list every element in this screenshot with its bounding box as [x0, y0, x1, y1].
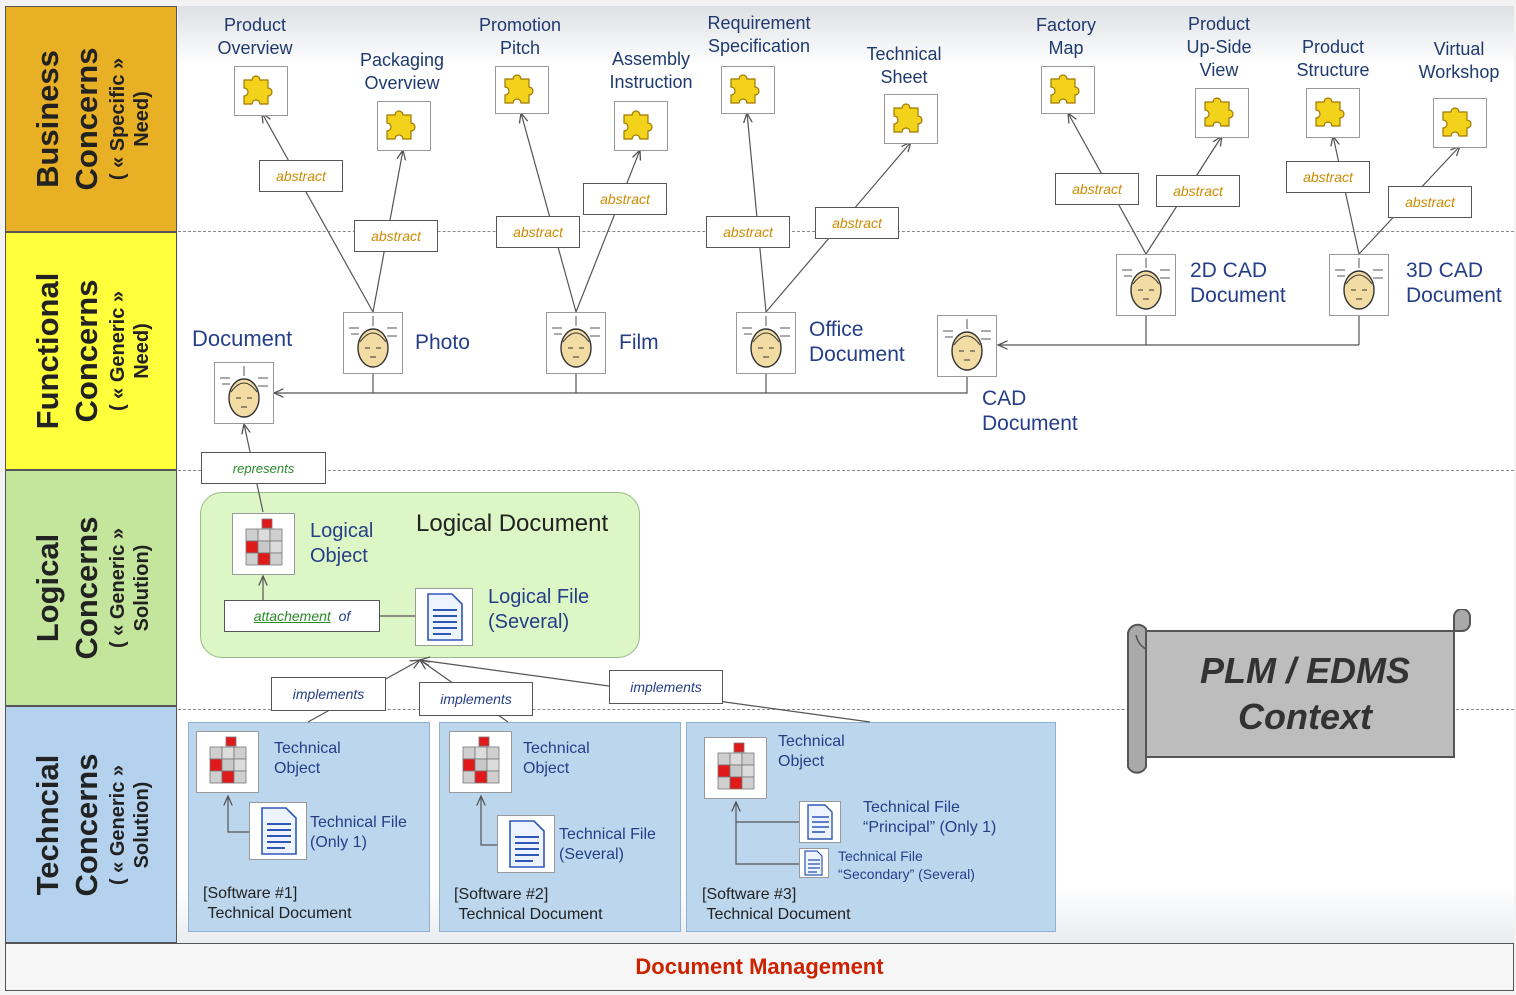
divider-logical-technical — [178, 709, 1514, 710]
puzzle-piece-icon — [614, 101, 668, 156]
puzzle-piece-icon — [1195, 88, 1249, 143]
of-text: of — [338, 608, 351, 624]
film-label: Film — [619, 331, 659, 354]
puzzle-piece-icon — [1041, 66, 1095, 119]
implements-relation-tag: implements — [271, 677, 386, 711]
attachement-relation-tag: attachement of — [224, 600, 380, 632]
puzzle-piece-icon — [495, 66, 549, 119]
puzzle-piece-icon — [377, 101, 431, 156]
document-management-label: Document Management — [635, 954, 884, 979]
need-head-icon — [546, 312, 606, 379]
document-file-icon — [415, 588, 473, 651]
cube-object-icon — [196, 731, 259, 798]
technical-file-label: Technical File(Only 1) — [310, 814, 407, 851]
scroll-banner-icon — [1127, 609, 1471, 774]
implements-relation-tag: implements — [419, 682, 533, 716]
cube-object-icon — [449, 731, 512, 798]
logical-file-label: Logical File(Several) — [488, 586, 590, 633]
technical-file-secondary-label: Technical File“Secondary” (Several) — [838, 848, 975, 882]
puzzle-piece-icon — [1306, 88, 1360, 143]
abstract-relation-tag: abstract — [1156, 175, 1240, 207]
technical-file-principal-label: Technical File“Principal” (Only 1) — [863, 799, 997, 836]
abstract-relation-tag: abstract — [1286, 161, 1370, 193]
document-file-icon — [497, 815, 555, 878]
software-technical-document-label: [Software #2] Technical Document — [454, 886, 603, 923]
divider-functional-logical — [178, 470, 1514, 471]
need-head-icon — [937, 315, 997, 382]
technical-file-label: Technical File(Several) — [559, 826, 656, 863]
footer-bar: Document Management — [5, 943, 1514, 991]
abstract-relation-tag: abstract — [496, 216, 580, 248]
need-head-icon — [1116, 254, 1176, 321]
cube-object-icon — [232, 513, 295, 580]
logical-document-title: Logical Document — [416, 510, 609, 537]
puzzle-piece-icon — [1433, 98, 1487, 153]
abstract-relation-tag: abstract — [1388, 186, 1472, 218]
puzzle-piece-icon — [884, 94, 938, 149]
abstract-relation-tag: abstract — [1055, 173, 1139, 205]
abstract-relation-tag: abstract — [583, 183, 667, 215]
need-head-icon — [214, 362, 274, 429]
abstract-relation-tag: abstract — [815, 207, 899, 239]
cube-object-icon — [704, 737, 767, 804]
implements-relation-tag: implements — [609, 670, 723, 704]
photo-label: Photo — [415, 331, 470, 354]
need-head-icon — [1329, 254, 1389, 321]
software-technical-document-label: [Software #1] Technical Document — [203, 885, 352, 922]
software-technical-document-label: [Software #3] Technical Document — [702, 886, 851, 923]
abstract-relation-tag: abstract — [259, 160, 343, 192]
puzzle-piece-icon — [234, 66, 288, 121]
represents-relation-tag: represents — [201, 452, 326, 484]
need-head-icon — [736, 312, 796, 379]
need-head-icon — [343, 312, 403, 379]
attachement-text: attachement — [253, 608, 331, 624]
document-file-icon — [799, 801, 841, 848]
abstract-relation-tag: abstract — [706, 216, 790, 248]
document-file-icon — [249, 802, 307, 865]
document-file-icon — [799, 848, 829, 883]
document-label: Document — [192, 326, 293, 351]
abstract-relation-tag: abstract — [354, 220, 438, 252]
puzzle-piece-icon — [721, 66, 775, 119]
